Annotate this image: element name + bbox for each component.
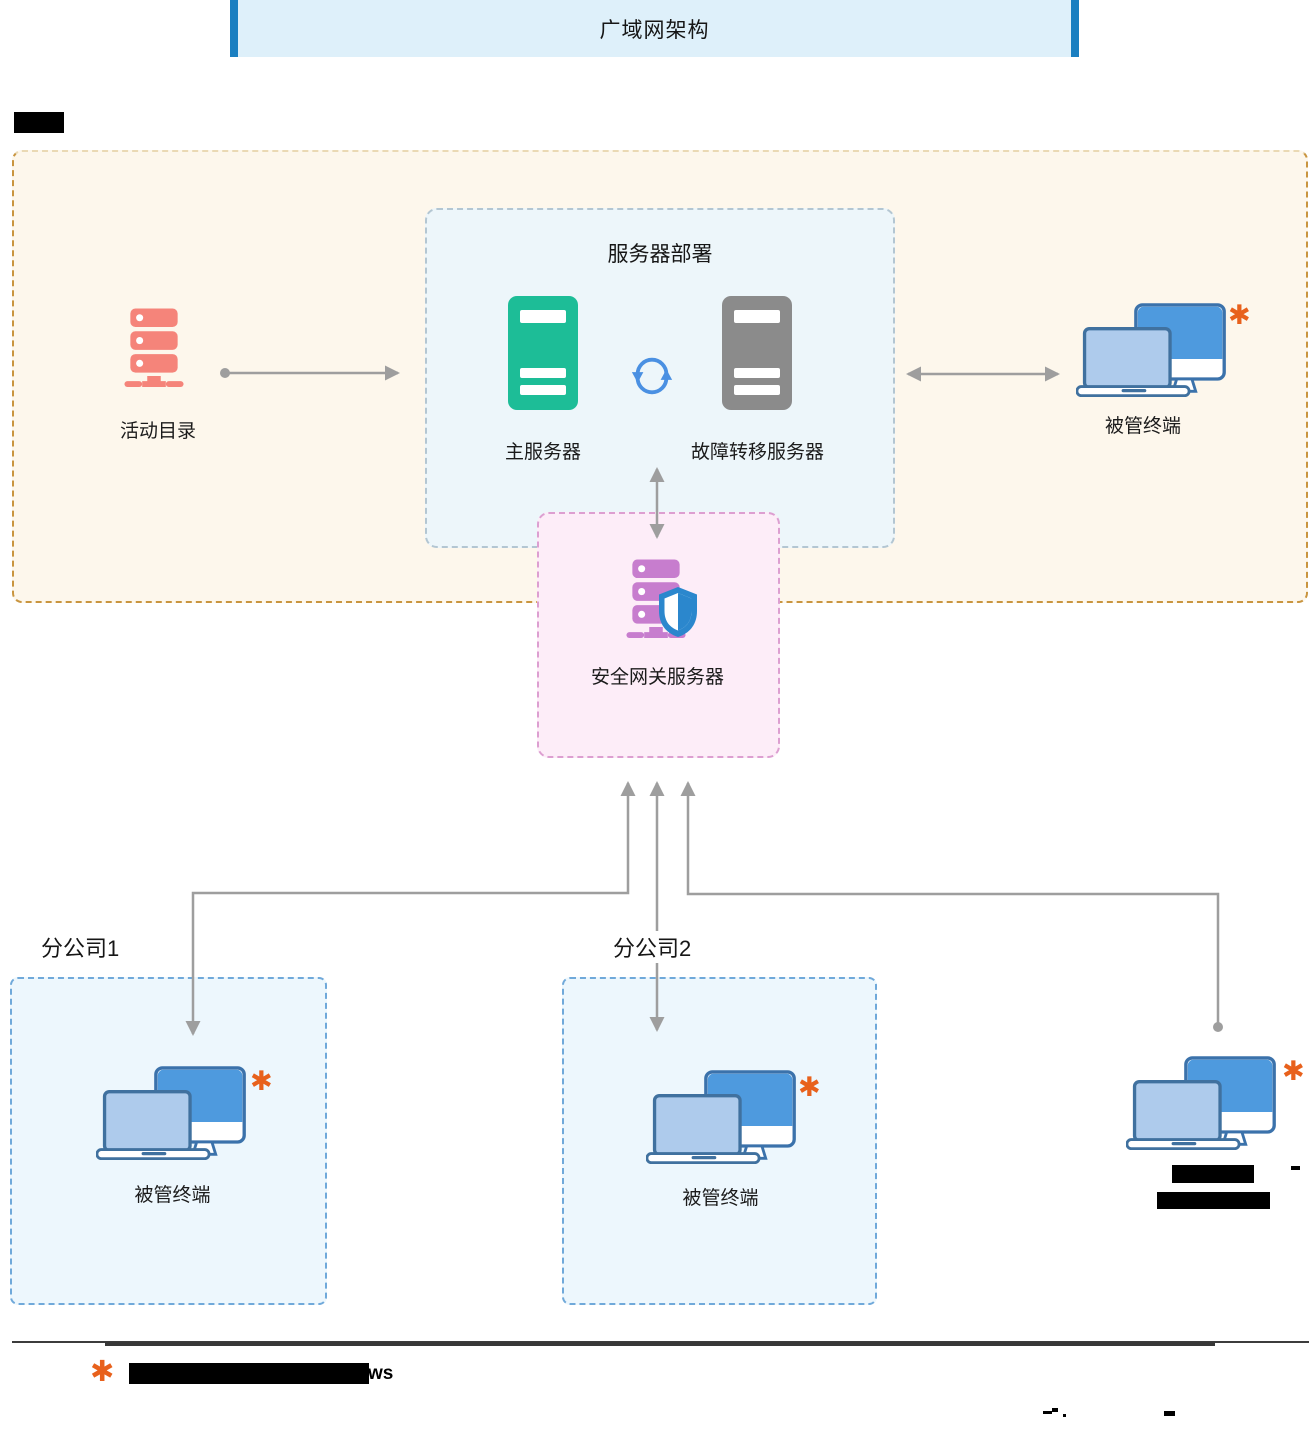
- banner-right-bar: [1071, 0, 1079, 57]
- banner-left-bar: [230, 0, 238, 57]
- failover-server-icon: [722, 296, 792, 415]
- hq-terminal-computer-icon: [1076, 303, 1228, 403]
- watermark-remnant: [1164, 1411, 1175, 1416]
- branch2-terminal-label: 被管终端: [682, 1188, 759, 1209]
- footer-divider-bold: [105, 1342, 1215, 1346]
- redacted-footnote-text: [129, 1363, 369, 1384]
- main-server-icon: [508, 296, 578, 415]
- server-deployment-title: 服务器部署: [607, 243, 713, 266]
- footnote-text-fragment: ws: [368, 1363, 394, 1384]
- diagram-title: 广域网架构: [599, 18, 710, 42]
- active-directory-icon: [116, 303, 192, 400]
- redaction-fragment: [1291, 1166, 1300, 1170]
- shield-icon: [656, 586, 700, 643]
- footnote-asterisk: ✱: [90, 1356, 115, 1388]
- watermark-remnant: [1063, 1414, 1066, 1417]
- security-gateway-label: 安全网关服务器: [590, 667, 724, 688]
- watermark-remnant: [1043, 1411, 1052, 1414]
- branch1-title: 分公司1: [38, 931, 123, 963]
- active-directory-label: 活动目录: [119, 421, 196, 442]
- watermark-remnant: [1052, 1408, 1058, 1412]
- redacted-hq-label: [14, 112, 64, 133]
- branch1-terminal-label: 被管终端: [134, 1185, 211, 1206]
- branch1-terminal-computer-icon: [96, 1066, 248, 1166]
- remote-terminal-computer-icon: [1126, 1056, 1278, 1156]
- redacted-remote-caption-line2: [1157, 1192, 1270, 1209]
- main-server-label: 主服务器: [504, 442, 581, 463]
- sync-icon: [629, 353, 675, 404]
- branch2-terminal-asterisk: ✱: [798, 1072, 821, 1102]
- remote-terminal-asterisk: ✱: [1282, 1056, 1305, 1086]
- branch2-terminal-computer-icon: [646, 1070, 798, 1170]
- branch1-terminal-asterisk: ✱: [250, 1066, 273, 1096]
- hq-terminal-label: 被管终端: [1104, 416, 1181, 437]
- hq-terminal-asterisk: ✱: [1228, 300, 1251, 330]
- redacted-remote-caption-line1: [1172, 1165, 1254, 1183]
- branch2-title: 分公司2: [610, 931, 695, 963]
- title-banner: 广域网架构: [230, 0, 1079, 57]
- failover-server-label: 故障转移服务器: [690, 442, 824, 463]
